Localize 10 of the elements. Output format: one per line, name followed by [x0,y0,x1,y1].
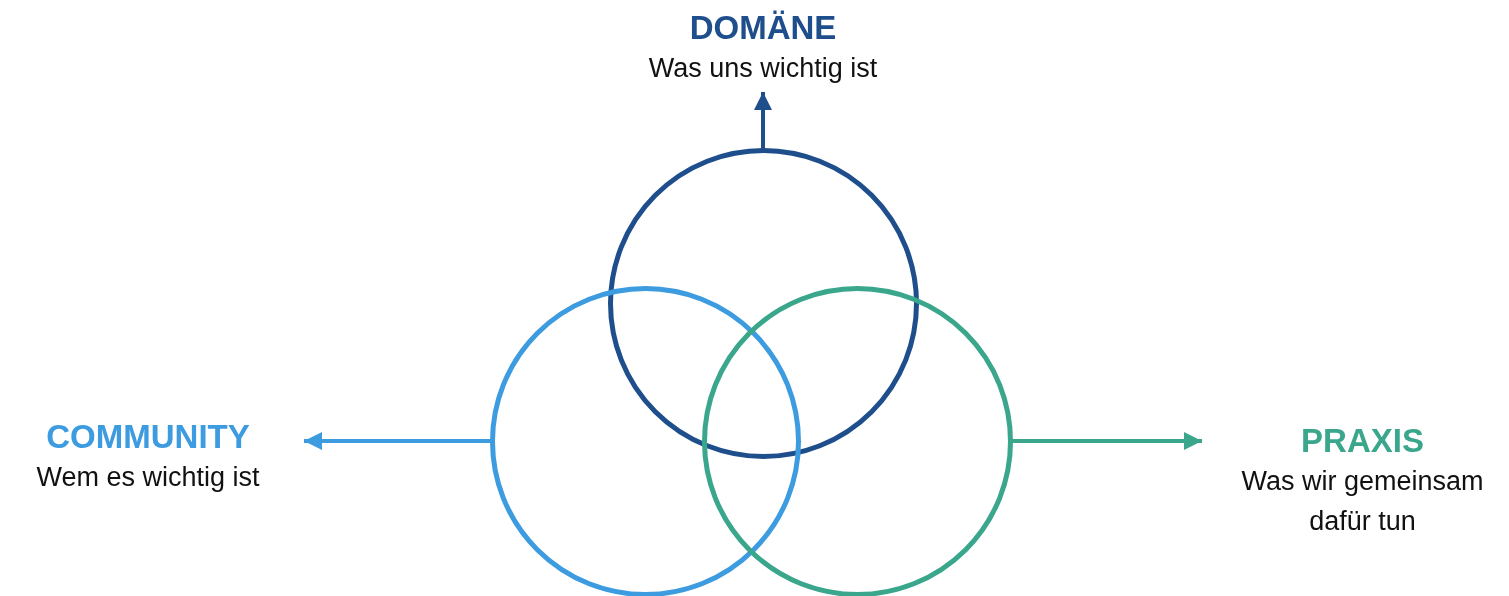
arrow [304,432,492,450]
heading: PRAXIS [1300,421,1425,461]
heading: DOMÄNE [688,8,838,48]
arrow [754,92,772,150]
venn-circle [607,147,919,459]
description-text: Wem es wichtig ist [35,461,261,494]
description-text: Was uns wichtig ist [647,52,879,85]
heading: COMMUNITY [45,417,251,457]
arrow [1010,432,1202,450]
description-text: Was wir gemeinsam dafür tun [1240,465,1485,538]
